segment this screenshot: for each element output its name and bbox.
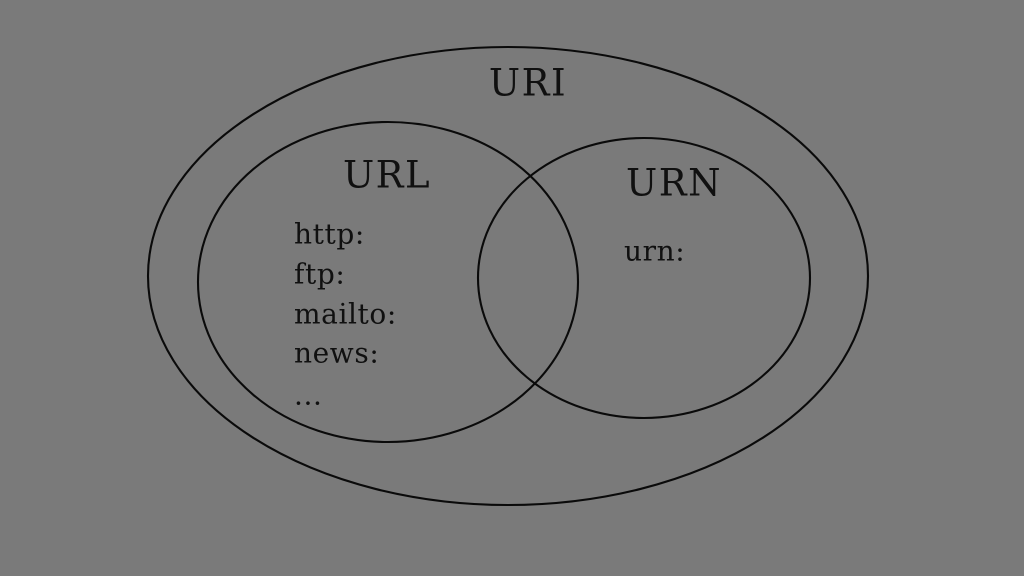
urn-set-ellipse (476, 136, 812, 420)
uri-set-label: URI (489, 62, 567, 105)
urn-scheme-item: urn: (624, 235, 685, 268)
url-scheme-item: mailto: (294, 298, 397, 331)
uri-set-ellipse (146, 45, 870, 507)
url-scheme-item: news: (294, 337, 379, 370)
url-set-label: URL (343, 154, 431, 197)
url-scheme-item: ftp: (294, 258, 345, 291)
urn-set-label: URN (626, 162, 722, 205)
url-set-ellipse (196, 120, 580, 444)
url-scheme-ellipsis: ... (294, 379, 323, 412)
url-scheme-item: http: (294, 218, 365, 251)
